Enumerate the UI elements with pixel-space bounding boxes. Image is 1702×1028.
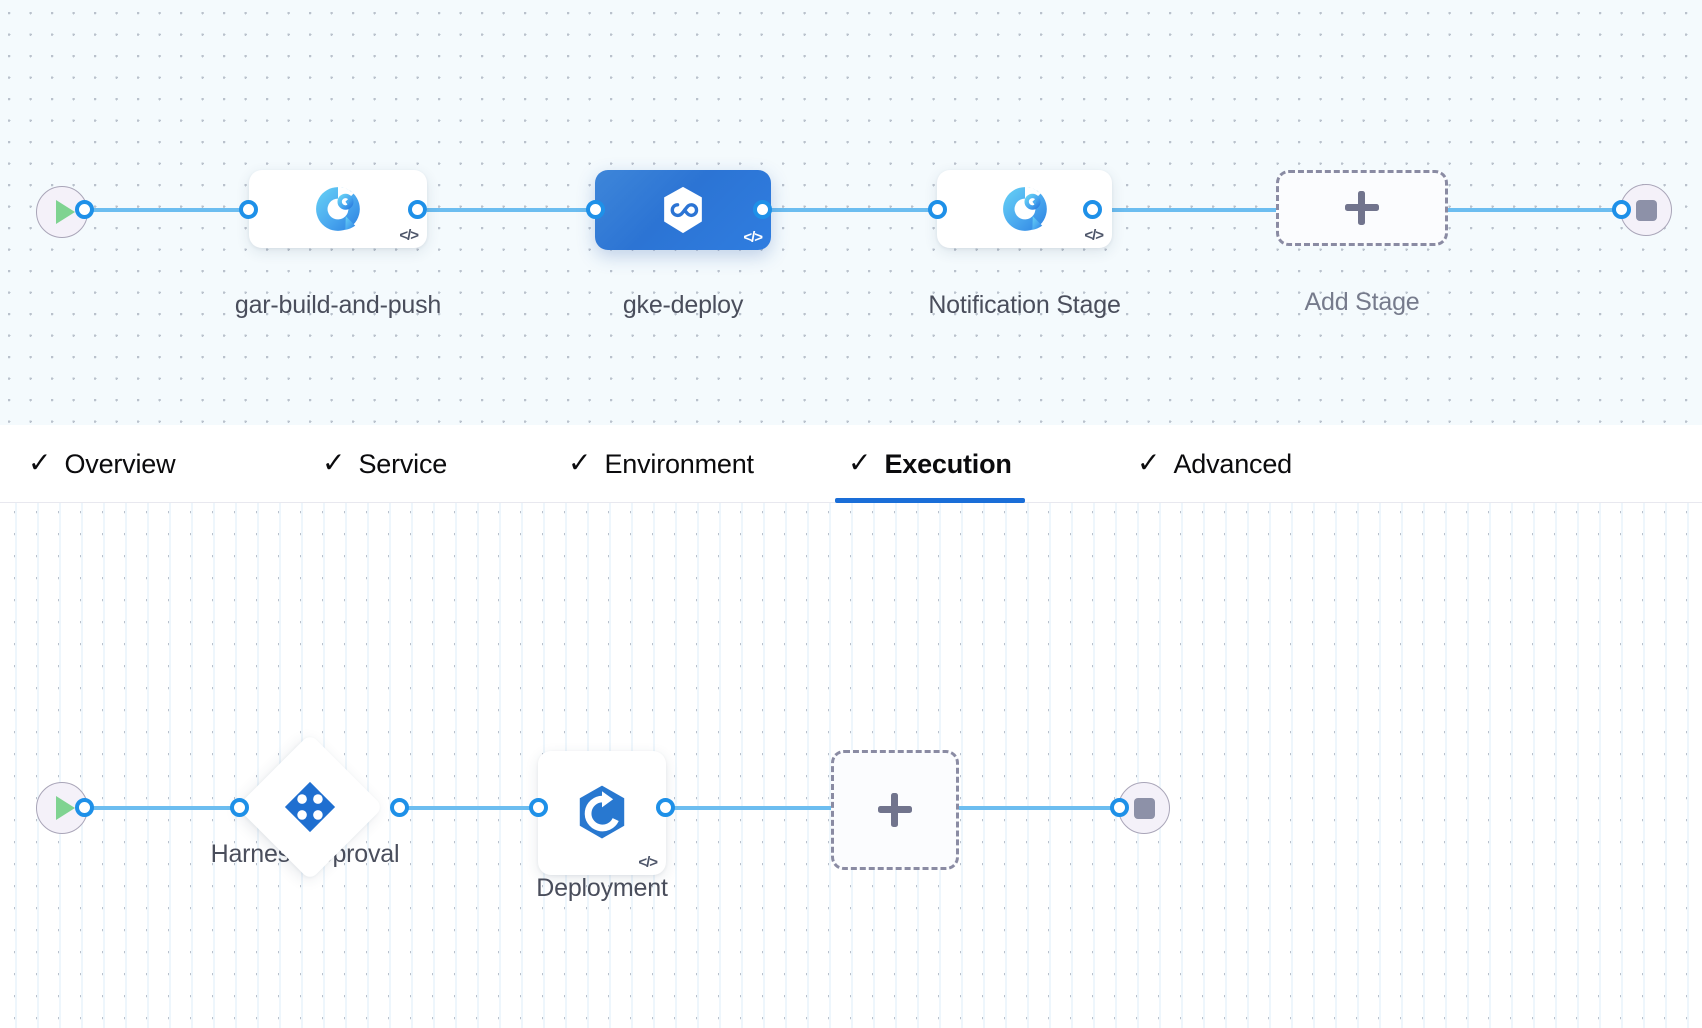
plus-icon (878, 793, 912, 827)
port-approval-in[interactable] (230, 798, 249, 817)
code-badge: </> (1084, 227, 1104, 244)
port-rollout-in[interactable] (529, 798, 548, 817)
step-node-rollout-deployment[interactable]: </> (538, 751, 666, 875)
stop-icon (1133, 797, 1155, 819)
edge-addstep-to-end (955, 806, 1117, 810)
edge-approval-to-rollout (399, 806, 551, 810)
stage-label-gke-deploy: gke-deploy (622, 291, 744, 319)
gar-build-icon (313, 184, 363, 234)
tab-label: Execution (884, 448, 1012, 479)
tab-label: Overview (64, 448, 176, 479)
stage-label-gar-build-and-push: gar-build-and-push (234, 291, 442, 319)
port-notif-out[interactable] (1083, 200, 1102, 219)
stage-label-notification-stage: Notification Stage (928, 291, 1121, 319)
port-step-start-out[interactable] (75, 798, 94, 817)
edge-notif-to-addstage (1092, 208, 1282, 212)
check-icon: ✓ (848, 447, 872, 478)
tab-overview[interactable]: ✓ Overview (26, 425, 177, 503)
tab-advanced[interactable]: ✓ Advanced (1135, 425, 1294, 503)
notification-stage-icon (1000, 184, 1050, 234)
edge-addstage-to-end (1440, 208, 1620, 212)
port-notif-in[interactable] (928, 200, 947, 219)
stage-node-gar-build-and-push[interactable]: </> (249, 170, 427, 248)
gke-deploy-icon (657, 184, 709, 236)
edge-start-to-approval (84, 806, 235, 810)
edge-rollout-to-addstep (665, 806, 839, 810)
play-icon (55, 200, 75, 224)
tab-label: Advanced (1173, 448, 1292, 479)
tab-service[interactable]: ✓ Service (320, 425, 449, 503)
code-badge: </> (638, 854, 658, 871)
tab-label: Service (358, 448, 448, 479)
port-approval-out[interactable] (390, 798, 409, 817)
stage-tab-bar: ✓ Overview ✓ Service ✓ Environment ✓ Exe… (0, 425, 1702, 503)
tab-execution[interactable]: ✓ Execution (835, 425, 1025, 503)
check-icon: ✓ (28, 447, 52, 478)
add-step-node[interactable] (831, 750, 959, 870)
port-gke-out[interactable] (753, 200, 772, 219)
stage-canvas[interactable]: </> gar-build-and-push </> gke-deploy (0, 0, 1702, 425)
code-badge: </> (399, 227, 419, 244)
port-gke-in[interactable] (586, 200, 605, 219)
tab-label: Environment (604, 448, 754, 479)
port-gar-out[interactable] (408, 200, 427, 219)
port-stage-start-out[interactable] (75, 200, 94, 219)
port-gar-in[interactable] (239, 200, 258, 219)
tab-environment[interactable]: ✓ Environment (566, 425, 756, 503)
step-node-harness-approval[interactable] (236, 733, 384, 881)
stage-node-notification-stage[interactable]: </> (937, 170, 1112, 248)
execution-step-canvas[interactable]: HarnessApproval </> Rollout Deployment A… (0, 503, 1702, 1028)
rollout-deployment-icon (571, 782, 633, 844)
plus-icon (1345, 191, 1379, 225)
add-stage-label: Add Stage (1304, 288, 1420, 316)
check-icon: ✓ (1137, 447, 1161, 478)
stage-node-gke-deploy[interactable]: </> (595, 170, 771, 250)
check-icon: ✓ (568, 447, 592, 478)
stop-icon (1635, 199, 1657, 221)
code-badge: </> (743, 229, 763, 246)
port-stage-end-in[interactable] (1612, 200, 1631, 219)
edge-start-to-gar (84, 208, 244, 212)
add-stage-node[interactable] (1276, 170, 1448, 246)
edge-gke-to-notif (762, 208, 937, 212)
edge-gar-to-gke (417, 208, 595, 212)
step-end-node[interactable] (1118, 782, 1170, 834)
port-step-end-in[interactable] (1110, 798, 1129, 817)
play-icon (55, 796, 75, 820)
port-rollout-out[interactable] (656, 798, 675, 817)
check-icon: ✓ (322, 447, 346, 478)
